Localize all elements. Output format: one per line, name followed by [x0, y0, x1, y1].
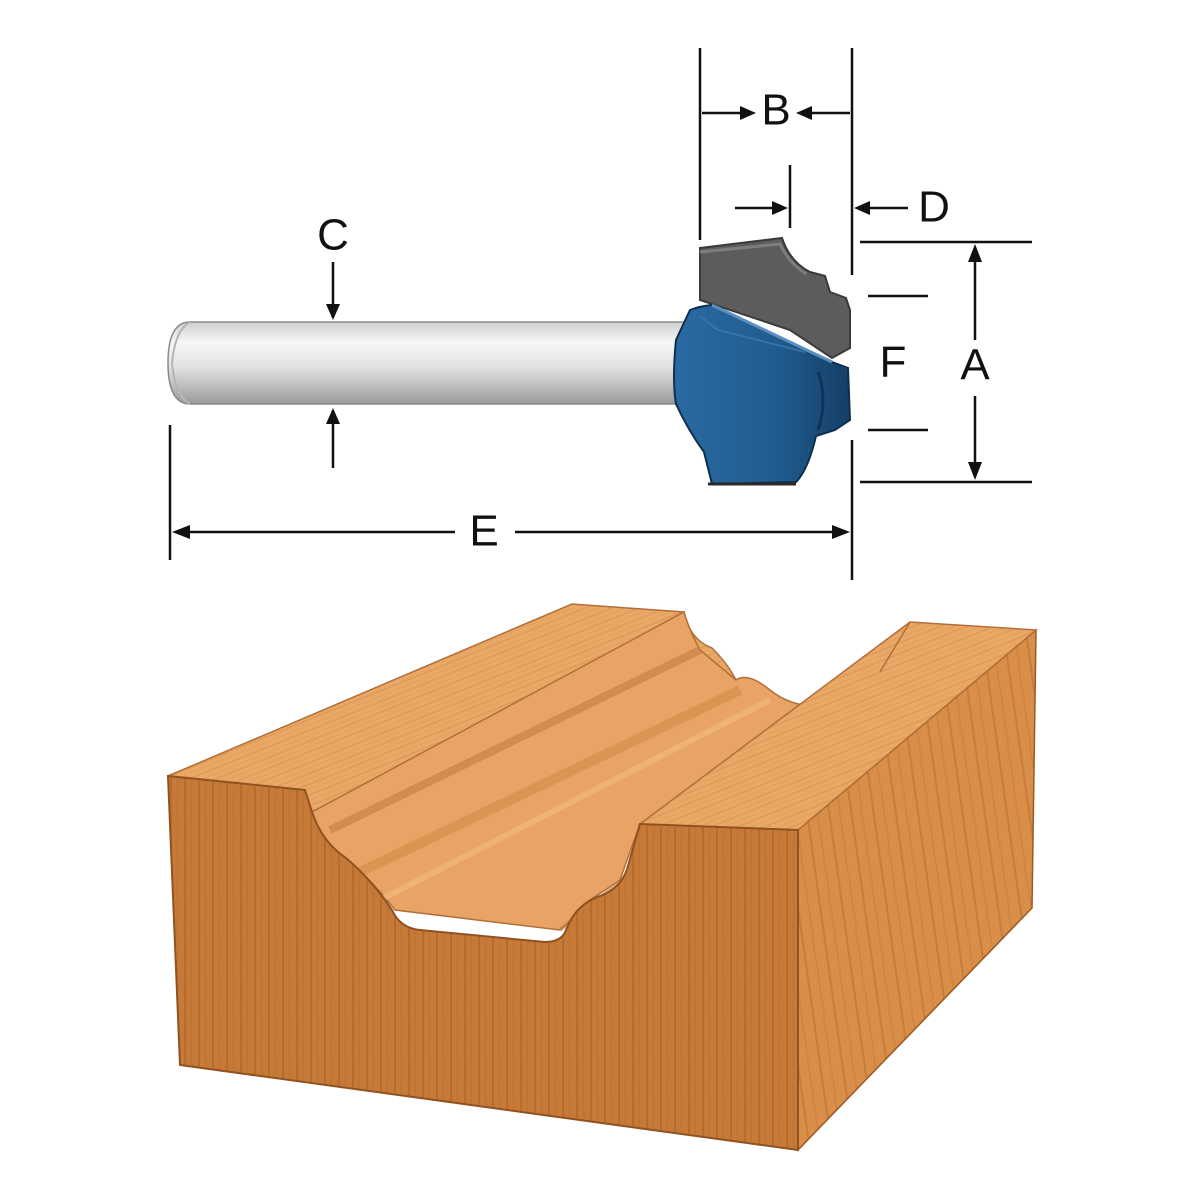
label-c: C [317, 211, 349, 260]
wood-block-icon [166, 603, 1038, 1152]
shank [167, 321, 691, 405]
bit-body [673, 303, 852, 486]
dimension-a: A [960, 244, 990, 480]
dimension-b: B [702, 86, 850, 135]
carbide-cutter [699, 236, 851, 360]
label-b: B [761, 86, 790, 135]
label-e: E [469, 507, 498, 556]
router-bit-icon [167, 236, 852, 486]
label-a: A [960, 341, 990, 390]
label-f: F [880, 338, 907, 387]
wood-front-face [166, 774, 799, 1152]
label-d: D [918, 183, 950, 232]
dimension-lines [168, 48, 1032, 580]
dimension-e: E [172, 507, 850, 556]
dimension-d: D [735, 183, 950, 232]
dimension-c: C [317, 211, 349, 468]
